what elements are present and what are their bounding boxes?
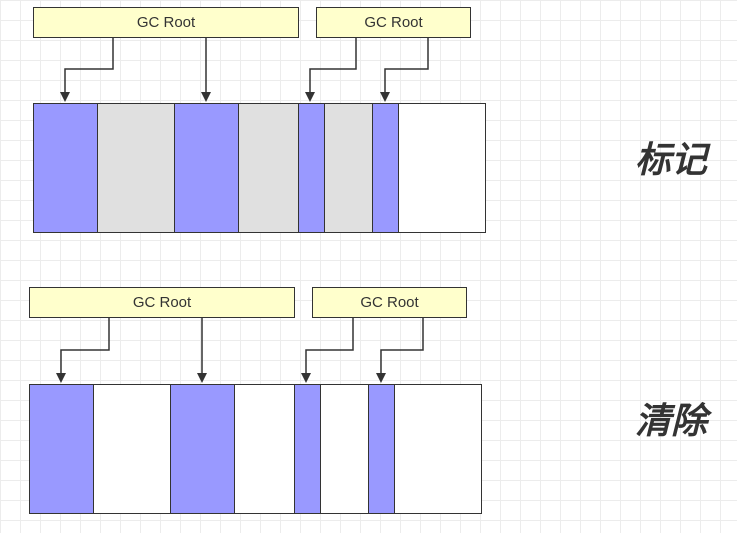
memory-block-mark	[33, 103, 486, 233]
memory-cell	[94, 385, 171, 513]
reference-arrow	[56, 318, 110, 383]
memory-cell	[321, 385, 369, 513]
memory-cell	[395, 385, 481, 513]
gc-root-box: GC Root	[29, 287, 295, 318]
memory-cell	[175, 104, 239, 232]
memory-block-sweep	[29, 384, 482, 514]
gc-root-box: GC Root	[312, 287, 467, 318]
memory-cell	[239, 104, 299, 232]
memory-cell	[299, 104, 325, 232]
phase-label-mark: 标记	[635, 140, 708, 181]
memory-cell	[373, 104, 399, 232]
memory-cell	[325, 104, 373, 232]
memory-cell	[98, 104, 175, 232]
reference-arrow	[305, 38, 357, 102]
memory-cell	[295, 385, 321, 513]
memory-cell	[235, 385, 295, 513]
phase-label-sweep: 清除	[635, 401, 708, 442]
reference-arrow	[380, 38, 429, 102]
memory-cell	[34, 104, 98, 232]
reference-arrow	[60, 38, 114, 102]
gc-root-box: GC Root	[316, 7, 471, 38]
gc-root-box: GC Root	[33, 7, 299, 38]
memory-cell	[171, 385, 235, 513]
memory-cell	[30, 385, 94, 513]
reference-arrow	[301, 318, 354, 383]
reference-arrow	[376, 318, 424, 383]
memory-cell	[399, 104, 485, 232]
memory-cell	[369, 385, 395, 513]
